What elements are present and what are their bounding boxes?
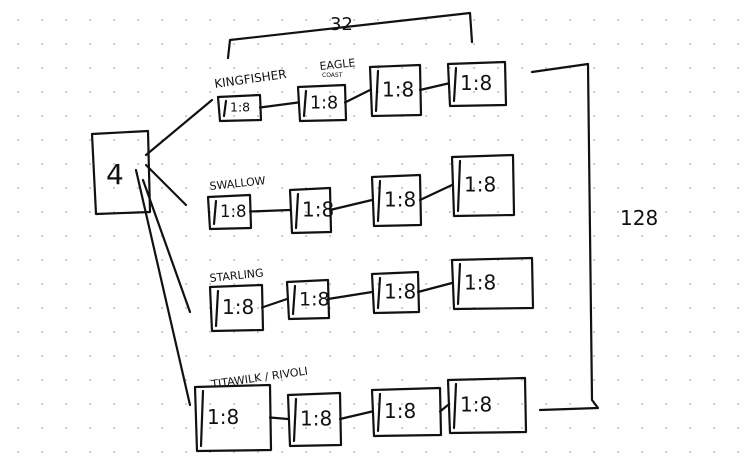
- node-connector: [326, 290, 374, 301]
- node-connector: [260, 297, 289, 309]
- node-box: 1:8: [370, 270, 421, 315]
- node-box: 1:8: [208, 283, 265, 333]
- node-connector: [328, 198, 374, 212]
- node-connector: [268, 416, 290, 421]
- node-label: 1:8: [302, 198, 334, 222]
- node-label: 1:8: [222, 295, 254, 319]
- row-label-kingfisher: KINGFISHER: [213, 67, 287, 91]
- root-connectors: [134, 98, 214, 407]
- node-box: 1:8: [446, 60, 508, 108]
- node-label: 1:8: [207, 405, 239, 429]
- row-extra-sublabel-coast: COAST: [322, 72, 343, 79]
- side-bracket: 128: [530, 62, 658, 412]
- row-extra-label-eagle: EAGLE: [319, 56, 356, 73]
- node-box: 1:8: [216, 93, 263, 123]
- node-box: 1:8: [370, 386, 443, 438]
- node-label: 1:8: [299, 288, 330, 310]
- node-connector: [343, 88, 372, 104]
- node-box: 1:8: [370, 173, 423, 228]
- node-connector: [418, 183, 454, 202]
- node-label: 1:8: [460, 393, 492, 417]
- node-box: 1:8: [206, 193, 253, 231]
- node-label: 1:8: [460, 71, 492, 95]
- row-label-starling: STARLING: [209, 266, 264, 285]
- node-label: 1:8: [230, 100, 250, 115]
- node-box: 1:8: [286, 391, 343, 448]
- node-connector: [416, 281, 454, 294]
- row-label-swallow: SWALLOW: [209, 174, 266, 193]
- node-label: 1:8: [464, 271, 496, 295]
- node-box: 1:8: [450, 256, 535, 311]
- node-box: 1:8: [446, 376, 528, 435]
- node-box: 1:8: [296, 83, 348, 123]
- node-label: 1:8: [220, 202, 247, 221]
- node-connector: [438, 403, 450, 413]
- node-label: 1:8: [384, 188, 416, 212]
- node-box: 1:8: [288, 186, 334, 235]
- node-box: 1:8: [368, 63, 423, 118]
- node-connector: [338, 410, 374, 421]
- node-label: 1:8: [310, 93, 338, 113]
- node-label: 1:8: [382, 78, 414, 102]
- node-label: 1:8: [384, 399, 416, 423]
- node-box: 1:8: [193, 383, 273, 453]
- node-connector: [248, 208, 292, 213]
- node-label: 1:8: [384, 280, 416, 304]
- side-total-label: 128: [620, 206, 658, 230]
- top-bracket: 32: [226, 11, 474, 60]
- root-node: 4: [90, 129, 152, 216]
- node-connector: [418, 82, 450, 92]
- root-label: 4: [106, 158, 124, 191]
- node-label: 1:8: [464, 173, 496, 197]
- node-box: 1:8: [450, 153, 516, 218]
- node-label: 1:8: [300, 407, 332, 431]
- node-connector: [258, 101, 300, 109]
- node-box: 1:8: [285, 278, 331, 321]
- top-total-label: 32: [330, 14, 353, 35]
